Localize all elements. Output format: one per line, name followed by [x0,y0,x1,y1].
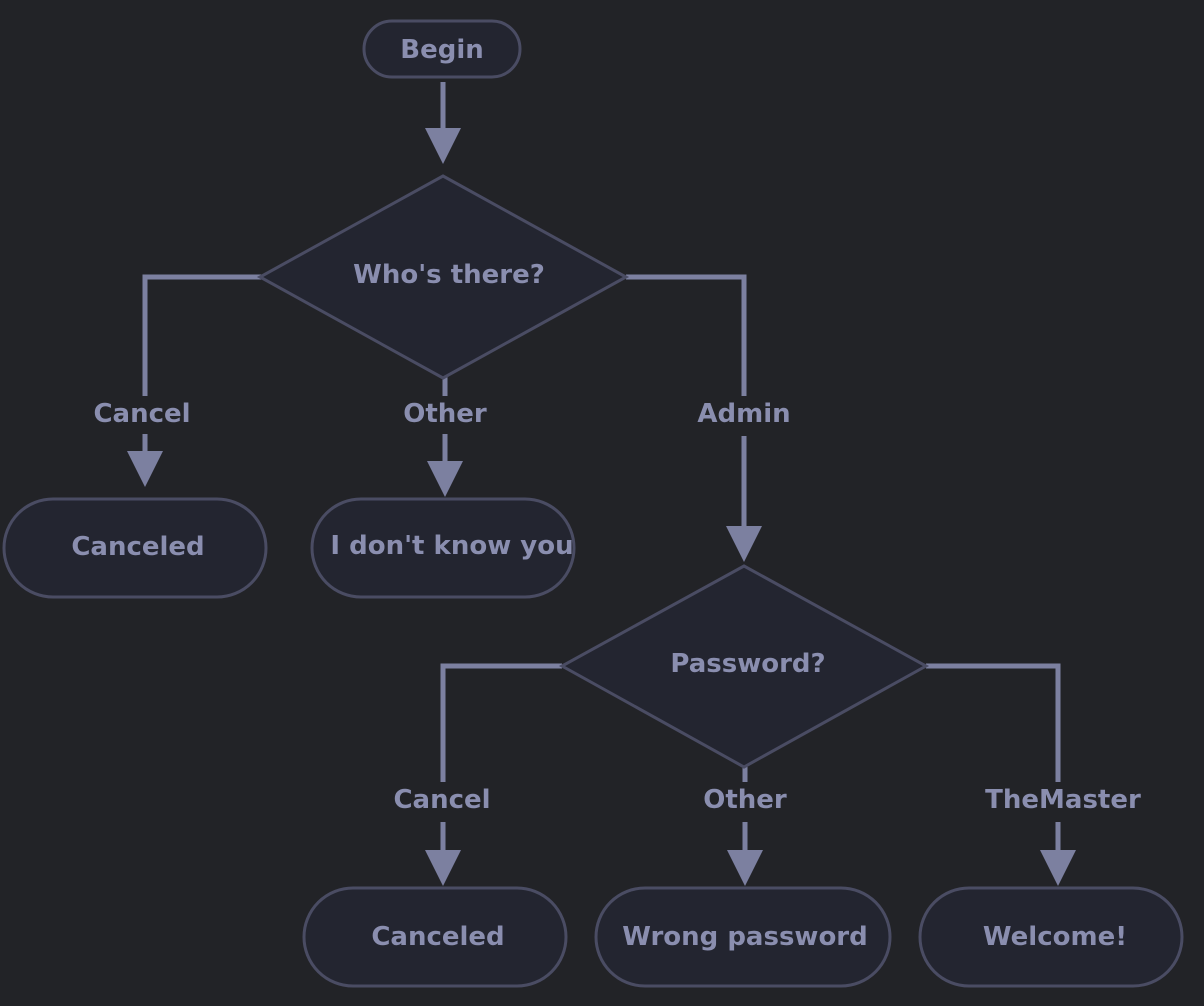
edge-password-themaster [926,663,1076,886]
node-wrong-password-text: Wrong password [622,922,868,952]
node-canceled-2-text: Canceled [371,922,504,952]
node-wrong-password: Wrong password [594,886,892,988]
node-canceled-1-text: Canceled [71,532,204,562]
edge-begin-to-whos-there [425,82,461,164]
edge-password-cancel [425,663,562,886]
node-begin-text: Begin [400,35,483,65]
edge-label-cancel-2-text: Cancel [393,785,490,815]
node-canceled-2: Canceled [302,886,568,988]
node-begin: Begin [362,19,522,79]
edge-label-cancel-1-text: Cancel [93,399,190,429]
edge-whos-there-admin [626,274,762,562]
edge-whos-there-other [427,376,463,497]
edge-label-themaster: TheMaster [982,782,1144,822]
node-welcome-text: Welcome! [983,922,1127,952]
node-password-text: Password? [670,649,825,679]
edge-label-admin-text: Admin [697,399,790,429]
node-canceled-1: Canceled [2,497,268,599]
node-whos-there-text: Who's there? [353,260,545,290]
edge-label-other-2-text: Other [703,785,787,815]
node-dont-know-text: I don't know you [330,531,573,561]
edge-label-other-1: Other [398,396,492,434]
node-password: Password? [558,564,930,769]
edge-label-admin: Admin [692,396,796,436]
edge-label-other-2: Other [698,782,792,822]
edge-whos-there-cancel [127,274,262,487]
node-dont-know: I don't know you [310,497,576,599]
node-whos-there: Who's there? [256,174,630,380]
edge-label-cancel-1: Cancel [88,396,196,434]
edge-label-cancel-2: Cancel [388,782,496,822]
edge-label-themaster-text: TheMaster [985,785,1141,815]
edge-label-other-1-text: Other [403,399,487,429]
node-welcome: Welcome! [918,886,1184,988]
